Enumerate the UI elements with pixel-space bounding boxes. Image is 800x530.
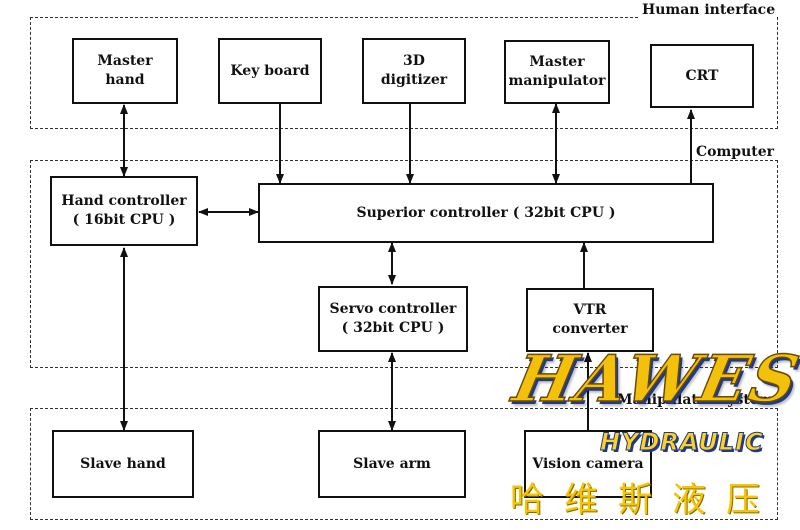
computer-group — [30, 160, 778, 368]
hand-controller-block: Hand controller ( 16bit CPU ) — [50, 176, 198, 246]
servo-controller-label: Servo controller ( 32bit CPU ) — [329, 301, 457, 336]
3d-digitizer-label: 3D digitizer — [380, 53, 448, 88]
keyboard-label: Key board — [230, 62, 310, 79]
slave-hand-label: Slave hand — [80, 455, 166, 472]
hand-controller-label: Hand controller ( 16bit CPU ) — [61, 193, 187, 228]
manipulator-system-group — [30, 408, 778, 520]
master-manipulator-block: Master manipulator — [504, 40, 610, 104]
master-hand-label: Master hand — [97, 53, 153, 88]
keyboard-block: Key board — [218, 38, 322, 104]
slave-hand-block: Slave hand — [52, 430, 194, 498]
manipulator-system-label: Manipulator system — [615, 392, 776, 408]
slave-arm-block: Slave arm — [318, 430, 466, 498]
hawes-watermark-logo: HAWES HYDRAULIC 哈维斯液压 — [505, 340, 800, 525]
superior-controller-label: Superior controller ( 32bit CPU ) — [356, 204, 616, 221]
crt-block: CRT — [650, 44, 754, 108]
human-interface-group — [30, 17, 778, 129]
crt-label: CRT — [685, 67, 719, 84]
3d-digitizer-block: 3D digitizer — [362, 38, 466, 104]
vtr-converter-block: VTR converter — [526, 288, 654, 352]
superior-controller-block: Superior controller ( 32bit CPU ) — [258, 183, 714, 243]
master-manipulator-label: Master manipulator — [508, 54, 606, 89]
watermark-chinese: 哈维斯液压 — [510, 480, 780, 520]
vision-camera-block: Vision camera — [524, 430, 652, 498]
vision-camera-label: Vision camera — [532, 455, 644, 472]
watermark-sub: HYDRAULIC — [600, 428, 764, 457]
computer-label: Computer — [694, 144, 777, 160]
servo-controller-block: Servo controller ( 32bit CPU ) — [318, 286, 468, 352]
vtr-converter-label: VTR converter — [552, 302, 628, 337]
watermark-brand: HAWES — [506, 341, 800, 418]
human-interface-label: Human interface — [640, 2, 778, 18]
master-hand-block: Master hand — [72, 38, 178, 104]
slave-arm-label: Slave arm — [353, 455, 431, 472]
